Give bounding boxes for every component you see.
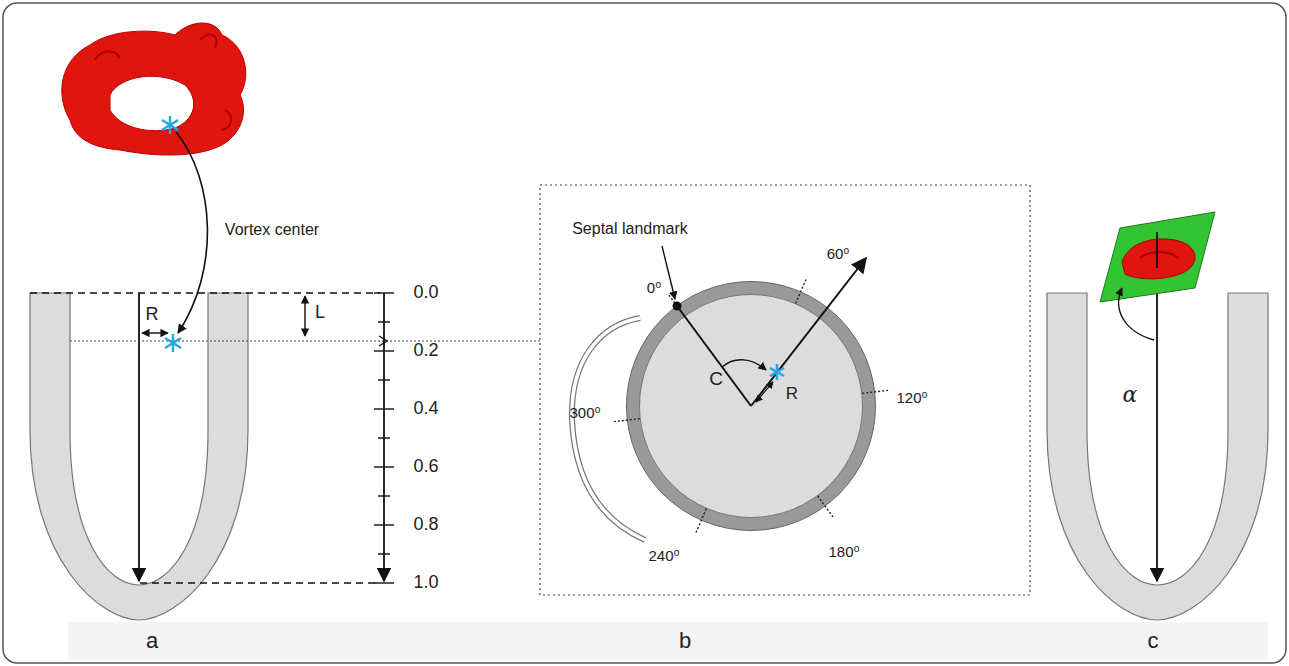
annotation-text: Vortex center [225,221,319,239]
angle-tick [862,390,890,393]
angle-tick [818,496,835,519]
scale-tick [374,408,394,409]
scale-tick [378,437,390,438]
angle-label: 0⁰ [647,280,661,297]
vortex-ring [62,23,246,155]
scale-value: 0.4 [413,399,438,419]
scale-value: 0.6 [413,457,438,477]
scale-tick [374,582,394,583]
dimension-label: L [315,303,325,323]
vortex-direction-arrow [751,258,866,406]
vortex-center-asterisk [162,116,178,134]
angle-tick [695,509,706,535]
septal-landmark-dot [673,302,682,311]
vortex-texture [95,35,231,130]
cross-section-frame [540,185,1030,595]
angle-label: 120⁰ [896,390,927,407]
scale-tick [378,553,390,554]
septal-radius [677,306,751,406]
vortex-plane [1100,212,1215,302]
length-arrow [304,296,305,336]
base-line [30,292,380,294]
angle-arc [722,360,766,370]
projection-line [70,341,540,342]
panel-label: b [679,629,691,653]
long-axis-arrow [138,293,140,581]
scale-tick [374,466,394,467]
angle-label: 300⁰ [569,405,600,422]
angle-label: α [1123,383,1138,407]
angle-arc [1119,288,1154,340]
apex-line [140,582,380,584]
angle-label: 240⁰ [648,548,679,565]
scale-value: 0.0 [413,283,438,303]
annotation-text: Septal landmark [572,220,688,238]
scale-value: 0.8 [413,515,438,535]
scale-tick [378,379,390,380]
long-axis-arrow [1156,232,1158,268]
scale-marker [379,336,387,346]
angle-label: 60⁰ [827,246,850,263]
scale-tick [378,495,390,496]
vortex-center-asterisk [165,334,181,352]
panel-label: a [146,629,158,653]
scale-axis [383,293,385,581]
vortex-leader [176,132,207,333]
scale-value: 0.2 [413,341,438,361]
panel-label: c [1148,629,1159,653]
angle-tick [796,278,807,304]
scale-tick [374,524,394,525]
scale-tick [378,321,390,322]
ventricle-wall [30,293,248,620]
vortex-center-asterisk [770,364,784,380]
angle-tick [612,419,640,422]
scale-ticks [374,293,394,583]
radius-arrow [142,332,168,333]
vortex-ring [1122,239,1195,279]
angle-label: C [709,369,723,390]
scale-tick [374,292,394,293]
figure-frame [3,3,1286,663]
angle-label: 180⁰ [828,544,859,561]
scale-value: 1.0 [413,573,438,593]
landmark-leader [662,246,675,299]
scale-tick [374,350,394,351]
dimension-label: R [786,385,798,404]
radius-arrow [756,382,773,402]
dimension-label: R [146,305,159,325]
long-axis-arrow [1156,268,1158,581]
vortex-texture [1140,252,1178,258]
panel-label-strip [68,622,1268,660]
